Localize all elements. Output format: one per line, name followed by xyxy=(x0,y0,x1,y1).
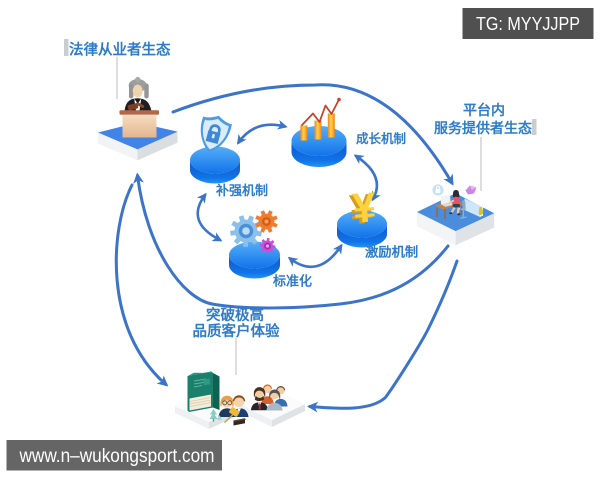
svg-text:TG: MYYJJPP: TG: MYYJJPP xyxy=(476,13,580,34)
svg-text:成长机制: 成长机制 xyxy=(356,131,406,146)
svg-text:服务提供者生态: 服务提供者生态 xyxy=(434,120,532,136)
svg-text:¥: ¥ xyxy=(348,185,375,234)
svg-text:¥: ¥ xyxy=(351,183,378,232)
svg-text:标准化: 标准化 xyxy=(272,274,312,289)
svg-text:突破极高: 突破极高 xyxy=(206,306,264,324)
svg-text:法律从业者生态: 法律从业者生态 xyxy=(69,41,171,59)
svg-text:平台内: 平台内 xyxy=(463,102,505,118)
svg-text:www.n–wukongsport.com: www.n–wukongsport.com xyxy=(19,446,215,467)
svg-text:品质客户体验: 品质客户体验 xyxy=(193,322,280,340)
svg-text:激励机制: 激励机制 xyxy=(365,244,418,260)
svg-text:补强机制: 补强机制 xyxy=(215,183,268,198)
